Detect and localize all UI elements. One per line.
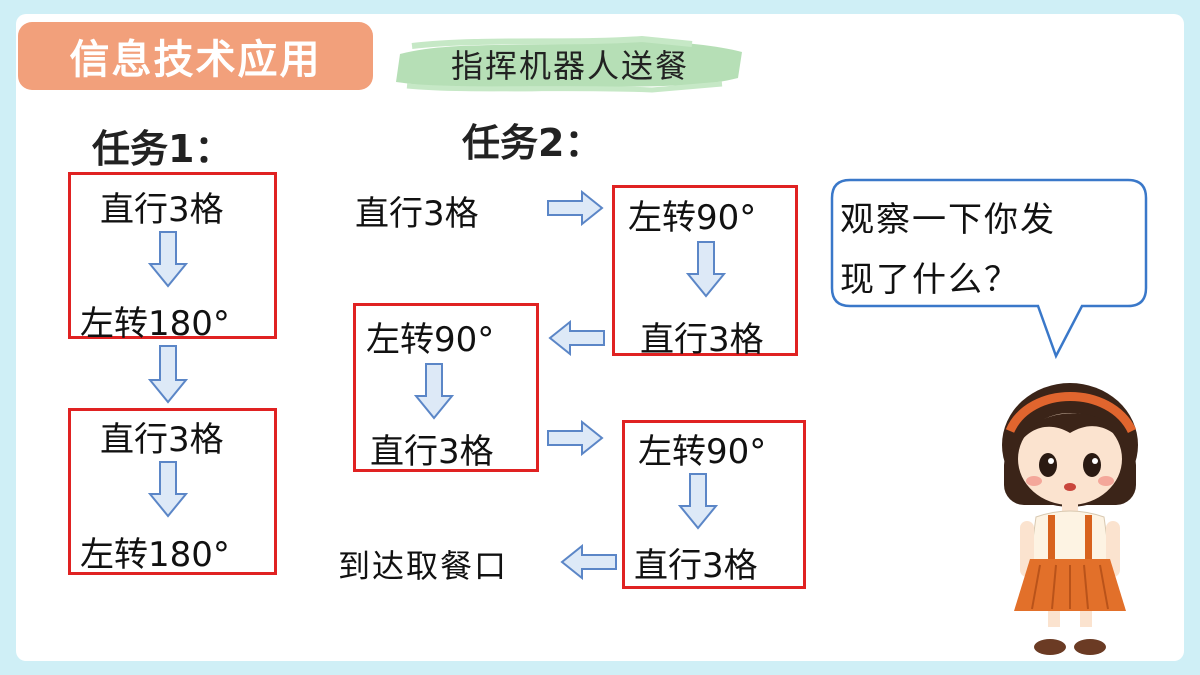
task1-step-1: 直行3格 xyxy=(100,190,224,230)
down-arrow-icon xyxy=(678,473,718,530)
bubble-line-1: 观察一下你发 xyxy=(840,200,1056,240)
section-badge: 信息技术应用 xyxy=(18,22,373,90)
left-arrow-icon xyxy=(560,544,617,580)
subtitle-brush-background xyxy=(396,35,742,93)
down-arrow-icon xyxy=(414,363,454,420)
task2-step-1: 直行3格 xyxy=(355,194,479,234)
task1-label: 任务1： xyxy=(92,127,233,171)
task2-step-3: 直行3格 xyxy=(640,320,764,360)
speech-bubble xyxy=(830,178,1148,360)
task1-box-2 xyxy=(68,408,277,575)
girl-illustration xyxy=(1002,383,1138,655)
task2-box-1 xyxy=(612,185,798,356)
task2-box-3 xyxy=(622,420,806,589)
bubble-text: 观察一下你发 现了什么？ xyxy=(840,190,1130,310)
left-arrow-icon xyxy=(548,320,605,356)
task2-step-2: 左转90° xyxy=(628,198,757,238)
task1-step-3: 直行3格 xyxy=(100,420,224,460)
down-arrow-icon xyxy=(148,231,188,288)
task1-step-2: 左转180° xyxy=(80,304,230,344)
down-arrow-icon xyxy=(148,461,188,518)
task2-step-5: 直行3格 xyxy=(370,432,494,472)
right-arrow-icon xyxy=(547,420,604,456)
bubble-line-2: 现了什么？ xyxy=(840,260,1020,300)
task1-step-4: 左转180° xyxy=(80,535,230,575)
task2-step-7: 直行3格 xyxy=(634,546,758,586)
task2-box-2 xyxy=(353,303,539,472)
right-arrow-icon xyxy=(547,190,604,226)
down-arrow-icon xyxy=(148,345,188,404)
task1-box-1 xyxy=(68,172,277,339)
task2-step-6: 左转90° xyxy=(638,432,767,472)
task2-destination: 到达取餐口 xyxy=(338,547,509,585)
page-subtitle: 指挥机器人送餐 xyxy=(450,47,689,85)
task2-label: 任务2： xyxy=(462,121,603,165)
task2-step-4: 左转90° xyxy=(366,320,495,360)
down-arrow-icon xyxy=(686,241,726,298)
